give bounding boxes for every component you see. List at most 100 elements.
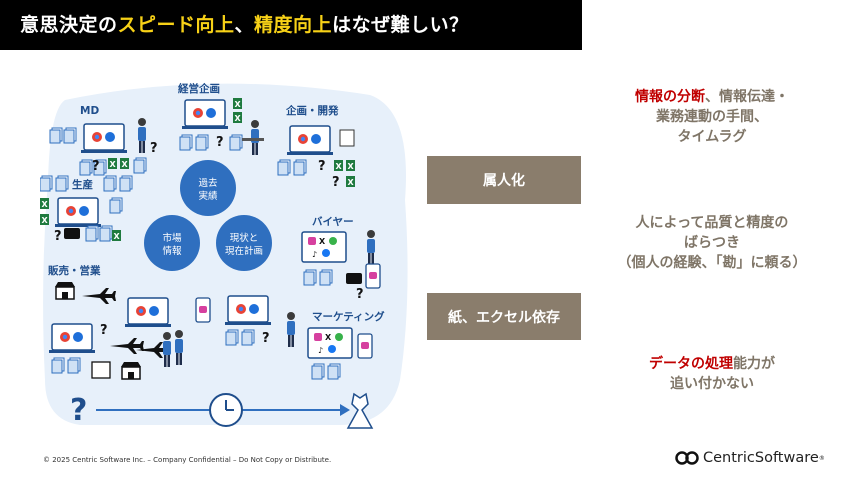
label-marketing: マーケティング — [312, 310, 385, 323]
document-icon — [67, 357, 81, 374]
document-icon — [311, 363, 325, 380]
document-icon — [277, 159, 291, 176]
excel-icon — [233, 112, 242, 123]
logo-trademark: ® — [818, 454, 825, 462]
note1-line2: 業務連動の手間、 — [656, 109, 768, 125]
note-data-processing: データの処理能力が 追い付かない — [592, 354, 832, 394]
question-mark: ? — [332, 175, 340, 190]
excel-icon — [40, 198, 49, 209]
shop-icon — [120, 361, 142, 380]
social-media-icon — [301, 231, 347, 263]
note2-line2: ばらつき — [684, 235, 740, 251]
card-icon — [64, 228, 80, 239]
title-text-2: 、 — [234, 14, 255, 36]
document-icon — [225, 329, 239, 346]
calendar-icon — [91, 361, 111, 379]
excel-icon — [120, 158, 129, 169]
question-mark: ? — [216, 135, 224, 150]
excel-icon — [112, 230, 121, 241]
title-highlight-speed: スピード向上 — [117, 14, 235, 36]
note-quality-variance: 人によって品質と精度の ばらつき （個人の経験、「勘」に頼る） — [592, 213, 832, 273]
label-md: MD — [80, 105, 99, 117]
question-mark: ? — [92, 159, 100, 174]
note1-line1-rest: 、情報伝達・ — [705, 89, 789, 105]
document-icon — [241, 329, 255, 346]
document-icon — [99, 225, 113, 242]
document-icon — [319, 269, 333, 286]
note2-line1: 人によって品質と精度の — [635, 215, 789, 231]
question-mark: ? — [150, 141, 158, 156]
big-question-mark: ? — [70, 393, 87, 428]
title-text-3: はなぜ難しい？ — [332, 14, 469, 36]
circle-current-line1: 現状と — [230, 232, 259, 244]
slide-title: 意思決定のスピード向上、精度向上はなぜ難しい？ — [20, 10, 469, 37]
circle-market-line1: 市場 — [162, 232, 182, 244]
laptop-icon — [286, 125, 334, 156]
card-icon — [346, 273, 362, 284]
excel-icon — [346, 160, 355, 171]
laptop-icon — [181, 99, 229, 130]
centric-logo: CentricSoftware® — [675, 450, 825, 466]
document-icon — [327, 363, 341, 380]
note2-line3: （個人の経験、「勘」に頼る） — [617, 255, 807, 271]
excel-icon — [334, 160, 343, 171]
note3-line2: 追い付かない — [670, 376, 754, 392]
note1-line3: タイムラグ — [677, 129, 747, 145]
dress-icon — [346, 392, 374, 429]
label-sales: 販売・営業 — [48, 264, 101, 277]
document-icon — [303, 269, 317, 286]
phone-icon — [195, 297, 211, 323]
laptop-icon — [224, 295, 272, 326]
note-information-fragmentation: 情報の分断、情報伝達・ 業務連動の手間、 タイムラグ — [592, 87, 832, 147]
circle-past-line1: 過去 — [198, 177, 218, 189]
question-mark: ? — [356, 287, 364, 302]
label-planning: 経営企画 — [178, 82, 220, 95]
question-mark: ? — [54, 229, 62, 244]
title-text-1: 意思決定の — [20, 14, 118, 36]
label-development: 企画・開発 — [285, 104, 339, 117]
laptop-icon — [124, 297, 172, 328]
circle-market-line2: 情報 — [162, 245, 182, 257]
document-icon — [109, 197, 123, 214]
centric-logo-icon — [675, 451, 699, 465]
document-icon — [63, 127, 77, 144]
label-production: 生産 — [72, 178, 93, 191]
document-icon — [51, 357, 65, 374]
footer-copyright: © 2025 Centric Software Inc. – Company C… — [43, 456, 332, 464]
excel-icon — [233, 98, 242, 109]
excel-icon — [40, 214, 49, 225]
laptop-icon — [48, 323, 96, 354]
document-icon — [85, 225, 99, 242]
document-icon — [79, 159, 93, 176]
excel-icon — [346, 176, 355, 187]
circle-past-results — [180, 160, 236, 216]
box-zokujinka: 属人化 — [427, 156, 581, 204]
desk-icon — [242, 138, 264, 141]
excel-icon — [108, 158, 117, 169]
phone-icon — [365, 263, 381, 289]
phone-icon — [357, 333, 373, 359]
note3-line1-rest: 能力が — [733, 356, 775, 372]
label-buyer: バイヤー — [312, 216, 354, 228]
document-icon — [49, 127, 63, 144]
title-highlight-accuracy: 精度向上 — [254, 14, 333, 36]
document-icon — [103, 175, 117, 192]
social-media-icon — [307, 327, 353, 359]
workflow-illustration: X X ♪ MD 経営企画 企 — [40, 82, 408, 429]
logo-text: CentricSoftware — [703, 450, 819, 466]
note1-highlight: 情報の分断 — [635, 89, 705, 105]
clipboard-icon — [339, 129, 355, 147]
document-icon — [179, 134, 193, 151]
circle-past-line2: 実績 — [198, 190, 218, 202]
question-mark: ? — [318, 159, 326, 174]
document-icon — [195, 134, 209, 151]
circle-current-plan — [216, 215, 272, 271]
document-icon — [40, 175, 53, 192]
circle-current-line2: 現在計画 — [225, 245, 263, 257]
document-icon — [133, 157, 147, 174]
document-icon — [119, 175, 133, 192]
document-icon — [293, 159, 307, 176]
circle-market-info — [144, 215, 200, 271]
note3-highlight: データの処理 — [649, 356, 733, 372]
shop-icon — [54, 281, 76, 300]
